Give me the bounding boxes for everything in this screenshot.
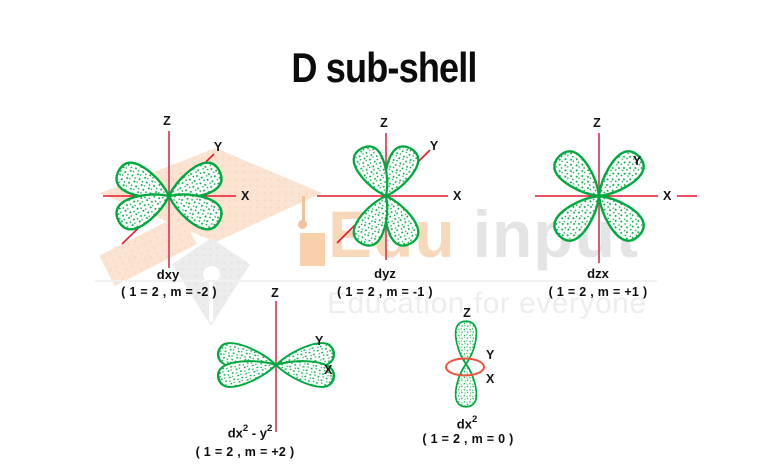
lobe-lower-right <box>383 194 420 247</box>
orbital-lobes <box>553 150 645 242</box>
lobe-lower-left <box>553 194 601 242</box>
orbital-plot-dyz: Z X Y <box>317 116 462 260</box>
name-base: dx <box>227 425 243 441</box>
lobe-upper-right <box>383 145 420 198</box>
y-axis-label: Y <box>430 139 439 153</box>
y-axis-label: Y <box>214 140 223 154</box>
y-axis-label: Y <box>486 348 495 362</box>
orbital-plot-dzx: Z X Y <box>535 116 697 263</box>
z-axis-label: Z <box>271 286 279 300</box>
z-axis-label: Z <box>380 116 388 130</box>
orbital-figure-dyz: Z X Y <box>312 108 462 268</box>
lobe-lower-right <box>167 193 223 231</box>
x-axis-label: X <box>663 189 672 203</box>
tassel-icon <box>302 196 305 222</box>
lobe-top <box>454 320 478 365</box>
name-superscript: 2 <box>266 423 273 434</box>
orbital-figure-dzx: Z X Y <box>527 108 702 268</box>
lobe-upper-left <box>553 150 601 198</box>
orbital-plot-dx2-y2: Z Y X <box>216 286 336 432</box>
x-axis-label: X <box>453 189 462 203</box>
orbital-figure-dxy: Z X Y <box>95 108 260 268</box>
lobe-bottom <box>454 363 478 408</box>
orbital-lobes <box>115 161 223 231</box>
z-axis-label: Z <box>463 306 471 320</box>
orbital-name-dx2-y2: dx2 - y2 <box>227 423 273 441</box>
name-superscript: 2 <box>471 414 478 425</box>
y-axis-label: Y <box>315 334 324 348</box>
lobe-lower-left <box>115 193 171 231</box>
orbital-plot-dxy: Z X Y <box>103 114 250 268</box>
z-axis-label: Z <box>163 114 171 128</box>
z-axis-label: Z <box>593 116 601 130</box>
lobe-lower-right <box>597 194 645 242</box>
orbital-name-dz2: dx2 <box>456 414 478 432</box>
orbital-name-dyz: dyz <box>374 266 396 281</box>
lobe-upper-right <box>597 150 645 198</box>
tassel-bead-icon <box>298 220 307 229</box>
orbital-quantum-dyz: ( 1 = 2 , m = -1 ) <box>337 285 433 299</box>
name-superscript: 2 <box>242 423 249 434</box>
lobe-lower-right <box>274 360 336 388</box>
orbital-lobes <box>216 342 336 388</box>
x-axis-label: X <box>324 363 333 377</box>
orbital-quantum-dx2-y2: ( 1 = 2 , m = +2 ) <box>195 445 295 459</box>
x-axis-label: X <box>241 189 250 203</box>
orbital-quantum-dz2: ( 1 = 2 , m = 0 ) <box>422 432 514 446</box>
lobe-upper-left <box>352 145 389 198</box>
name-base: dx <box>456 416 472 432</box>
orbital-plot-dz2: Z Y X <box>445 306 495 408</box>
orbital-name-dzx: dzx <box>587 266 609 281</box>
name-mid: - y <box>248 425 267 441</box>
orbital-figure-dz2: Z Y X <box>420 303 520 413</box>
orbital-quantum-dzx: ( 1 = 2 , m = +1 ) <box>548 285 648 299</box>
pen-nib-hole <box>203 266 220 283</box>
page-title: D sub-shell <box>291 44 477 92</box>
orbital-name-dxy: dxy <box>156 267 180 282</box>
x-axis-label: X <box>486 372 495 386</box>
orbital-figure-dx2-y2: Z Y X <box>205 286 355 437</box>
lobe-lower-left <box>216 360 278 388</box>
torus-ring <box>445 357 485 377</box>
orbital-lobes <box>352 145 420 247</box>
lobe-lower-left <box>352 194 389 247</box>
orbital-quantum-dxy: ( 1 = 2 , m = -2 ) <box>121 285 217 299</box>
y-axis-label: Y <box>633 154 642 168</box>
orbital-lobes <box>454 320 478 408</box>
